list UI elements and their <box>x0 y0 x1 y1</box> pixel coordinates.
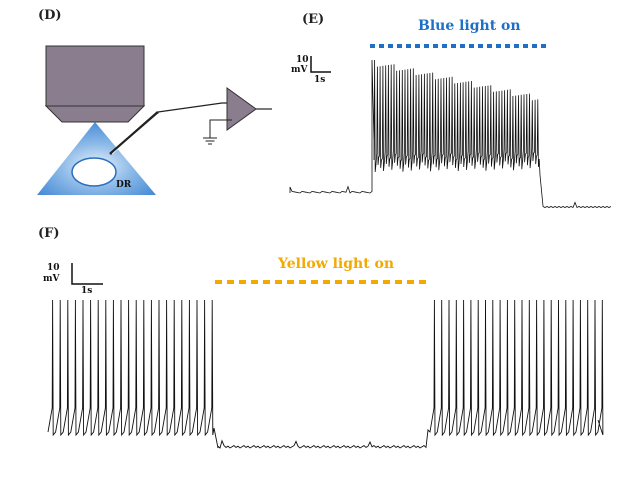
panel-e: 10 mV 1s <box>289 44 612 209</box>
yellow-light-label: Yellow light on <box>278 256 395 272</box>
trace-f <box>47 299 604 449</box>
scale-e-unit: mV <box>291 65 309 75</box>
amplifier <box>226 87 257 131</box>
dr-label: DR <box>116 180 132 190</box>
trace-e <box>289 59 612 209</box>
scale-e-time: 1s <box>314 75 325 85</box>
ground-wire <box>209 119 232 138</box>
panel-e-label: (E) <box>302 12 325 27</box>
scale-bar-f: 10 mV 1s <box>43 263 103 296</box>
scale-f-time: 1s <box>81 286 92 296</box>
electrode-wire <box>157 102 232 113</box>
panel-d-label: (D) <box>38 8 62 23</box>
blue-light-label: Blue light on <box>418 18 521 34</box>
pipette <box>109 111 159 155</box>
setup-schematic: DR <box>37 45 272 195</box>
panel-f: 10 mV 1s <box>43 263 604 449</box>
scale-f-value: 10 <box>47 263 60 273</box>
scale-bar-e: 10 mV 1s <box>291 55 331 85</box>
scale-f-unit: mV <box>43 274 61 284</box>
scale-e-value: 10 <box>296 55 309 65</box>
objective-body <box>45 45 145 107</box>
objective-tip <box>44 105 146 123</box>
dr-region <box>71 157 117 187</box>
panel-f-label: (F) <box>38 226 60 241</box>
